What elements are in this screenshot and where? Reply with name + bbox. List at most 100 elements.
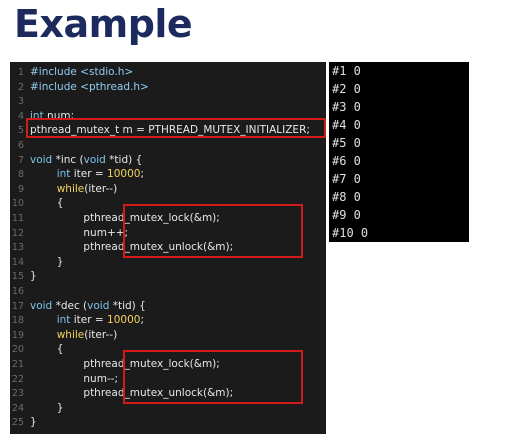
line-number: 13 <box>11 242 24 254</box>
code-token: { <box>30 343 64 356</box>
code-token: #include <pthread.h> <box>30 80 149 93</box>
code-token: ; <box>140 314 144 327</box>
code-token <box>30 329 57 341</box>
code-text: pthread_mutex_lock(&m); <box>30 356 220 373</box>
code-token: iter = <box>70 314 108 327</box>
code-token: ; <box>140 168 144 181</box>
line-number: 10 <box>11 198 24 210</box>
code-text: #include <stdio.h> <box>30 64 133 81</box>
code-text: } <box>30 268 37 285</box>
code-line: 9 while(iter--) <box>10 181 326 198</box>
line-number: 2 <box>17 81 24 93</box>
code-text: { <box>30 195 64 212</box>
code-line: 24 } <box>10 400 326 417</box>
code-text: } <box>30 414 37 431</box>
code-token: { <box>30 197 64 210</box>
code-token: iter = <box>70 168 108 181</box>
code-token: pthread_mutex_lock(&m); <box>30 212 220 224</box>
code-line: 5 pthread_mutex_t m = PTHREAD_MUTEX_INITI… <box>10 122 326 139</box>
line-number: 9 <box>17 183 24 195</box>
code-token: } <box>30 255 64 268</box>
code-line: 23 pthread_mutex_unlock(&m); <box>10 385 326 402</box>
code-token: (iter--) <box>84 182 118 195</box>
code-token: *inc ( <box>52 153 84 166</box>
code-line: 16 <box>10 283 326 300</box>
code-token: pthread_mutex_t m = PTHREAD_MUTEX_INITIA… <box>30 124 310 137</box>
line-number: 23 <box>11 388 24 400</box>
code-line: 2 #include <pthread.h> <box>10 79 326 96</box>
code-text: void *inc (void *tid) { <box>30 152 142 169</box>
output-line: #1 0 <box>332 64 361 78</box>
code-text: while(iter--) <box>30 181 117 198</box>
code-token: #include <stdio.h> <box>30 66 134 78</box>
code-token: int <box>56 314 71 327</box>
code-line: 1 #include <stdio.h> <box>10 64 326 81</box>
code-text: pthread_mutex_lock(&m); <box>30 210 220 227</box>
code-token: int <box>30 109 44 122</box>
code-line: 10 { <box>10 195 326 212</box>
output-line: #8 0 <box>332 190 361 204</box>
code-editor: 25}24 }23 pthread_mutex_unlock(&m);22 nu… <box>10 62 326 434</box>
line-number: 1 <box>17 67 24 78</box>
line-number: 14 <box>11 256 24 268</box>
code-text: { <box>30 341 64 358</box>
code-line: 19 while(iter--) <box>10 327 326 344</box>
code-line: 14 } <box>10 254 326 271</box>
code-text: pthread_mutex_unlock(&m); <box>30 239 233 256</box>
output-line: #5 0 <box>332 136 361 150</box>
line-number: 16 <box>11 286 24 297</box>
code-token: } <box>30 270 37 283</box>
code-text: int iter = 10000; <box>30 166 144 183</box>
code-token: pthread_mutex_unlock(&m); <box>30 387 234 400</box>
output-line: #7 0 <box>332 172 361 186</box>
code-token: num; <box>43 109 75 122</box>
code-token: 10000 <box>107 314 141 327</box>
code-text: num--; <box>30 371 118 388</box>
code-line: 13 pthread_mutex_unlock(&m); <box>10 239 326 256</box>
output-line: #9 0 <box>332 208 361 222</box>
code-line: 15} <box>10 268 326 285</box>
code-text: pthread_mutex_t m = PTHREAD_MUTEX_INITIA… <box>30 122 310 139</box>
line-number: 18 <box>11 315 24 327</box>
code-line: 3 <box>10 93 326 110</box>
code-line: 20 { <box>10 341 326 358</box>
line-number: 11 <box>11 213 24 224</box>
code-token: (iter--) <box>84 328 118 341</box>
code-line: 21 pthread_mutex_lock(&m); <box>10 356 326 373</box>
code-line: 8 int iter = 10000; <box>10 166 326 183</box>
line-number: 6 <box>17 140 24 151</box>
line-number: 22 <box>11 373 24 385</box>
code-token: void <box>30 299 53 312</box>
code-text: int iter = 10000; <box>30 312 144 329</box>
line-number: 4 <box>17 110 24 122</box>
line-number: 20 <box>11 344 24 356</box>
code-token: pthread_mutex_lock(&m); <box>30 358 220 370</box>
output-line: #3 0 <box>332 100 361 114</box>
terminal-output: #1 0#2 0#3 0#4 0#5 0#6 0#7 0#8 0#9 0#10 … <box>329 62 469 242</box>
code-token: } <box>30 401 64 414</box>
code-text: int num; <box>30 108 74 125</box>
code-line: 6 <box>10 137 326 154</box>
line-number: 15 <box>11 271 24 283</box>
code-text: void *dec (void *tid) { <box>30 298 146 315</box>
code-line: 12 num++; <box>10 225 326 242</box>
line-number: 8 <box>17 169 24 181</box>
code-token: void <box>87 299 110 312</box>
output-line: #10 0 <box>332 226 369 240</box>
line-number: 7 <box>17 154 24 166</box>
code-text: #include <pthread.h> <box>30 79 149 96</box>
line-number: 5 <box>17 125 24 137</box>
code-token: void <box>30 153 53 166</box>
line-number: 24 <box>11 402 24 414</box>
line-number: 17 <box>11 300 24 312</box>
output-line: #6 0 <box>332 154 361 168</box>
code-token: int <box>56 168 71 181</box>
code-text: } <box>30 400 64 417</box>
line-number: 21 <box>11 359 24 370</box>
output-line: #2 0 <box>332 82 361 96</box>
code-line: 18 int iter = 10000; <box>10 312 326 329</box>
line-number: 3 <box>17 96 24 108</box>
code-line: 7 void *inc (void *tid) { <box>10 152 326 169</box>
code-text: num++; <box>30 225 128 242</box>
code-text: } <box>30 254 64 271</box>
